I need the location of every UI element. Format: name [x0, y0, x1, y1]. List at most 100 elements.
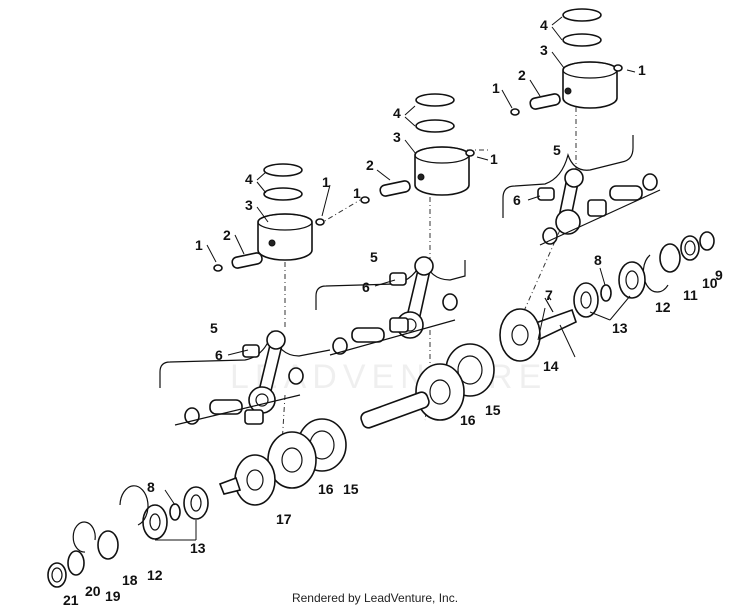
center-cylinder-group — [315, 93, 475, 356]
callout-label: 6 — [513, 192, 521, 208]
piston-ring — [415, 119, 455, 133]
piston — [257, 213, 313, 261]
piston — [414, 146, 470, 196]
circlip — [613, 64, 623, 72]
crank-pin — [351, 327, 385, 343]
group-brace — [502, 135, 634, 218]
circlip — [510, 108, 520, 116]
needle-bearing — [244, 409, 264, 425]
callout-label: 12 — [147, 567, 163, 583]
callout-label: 1 — [322, 174, 330, 190]
callout-label: 4 — [245, 171, 253, 187]
needle-bearing — [389, 272, 407, 286]
crankshaft-seal — [47, 562, 67, 588]
callout-label: 9 — [715, 267, 723, 283]
callout-label: 20 — [85, 583, 101, 599]
callout-label: 3 — [540, 42, 548, 58]
crank-pin — [609, 185, 643, 201]
footer-credit: Rendered by LeadVenture, Inc. — [291, 591, 459, 605]
callout-label: 2 — [518, 67, 526, 83]
piston — [562, 61, 618, 109]
circlip — [360, 196, 370, 204]
callout-label: 17 — [276, 511, 292, 527]
thrust-washer — [332, 337, 348, 355]
group-brace — [315, 256, 466, 310]
circlip — [213, 264, 223, 272]
callout-label: 1 — [195, 237, 203, 253]
crank-web — [499, 308, 541, 362]
thrust-washer — [542, 227, 558, 245]
callout-label: 11 — [683, 287, 698, 303]
right-cylinder-group — [502, 8, 661, 246]
callout-label: 16 — [460, 412, 476, 428]
piston-pin — [379, 180, 411, 197]
callout-label: 8 — [147, 479, 155, 495]
spacer-ring — [680, 235, 700, 261]
piston-ring — [562, 33, 602, 47]
callout-label: 4 — [393, 105, 401, 121]
callout-label: 5 — [210, 320, 218, 336]
crankshaft-seal — [699, 231, 715, 251]
callout-label: 2 — [366, 157, 374, 173]
callout-label: 13 — [612, 320, 628, 336]
callout-label: 13 — [190, 540, 206, 556]
leader-lines — [155, 16, 636, 541]
callout-label: 10 — [702, 275, 718, 291]
callout-label: 5 — [553, 142, 561, 158]
callout-label: 6 — [215, 347, 223, 363]
washer — [659, 243, 681, 273]
main-bearing — [618, 261, 646, 299]
callout-label: 16 — [318, 481, 334, 497]
left-cylinder-group — [159, 163, 331, 426]
piston-ring — [263, 187, 303, 201]
callout-label: 1 — [638, 62, 646, 78]
left-end-bearing-stack — [47, 485, 209, 588]
main-bearing — [573, 282, 599, 318]
callout-label: 1 — [490, 151, 498, 167]
circlip — [315, 218, 325, 226]
needle-bearing — [537, 187, 555, 201]
callout-label: 7 — [545, 287, 553, 303]
piston-pin — [529, 93, 561, 110]
callout-label: 6 — [362, 279, 370, 295]
o-ring — [67, 550, 85, 576]
needle-bearing — [389, 317, 409, 333]
right-end-bearing-stack — [544, 231, 715, 318]
callout-label: 18 — [122, 572, 138, 588]
piston-ring — [263, 163, 303, 177]
crank-pin — [209, 399, 243, 415]
callout-label: 1 — [492, 80, 500, 96]
retaining-ring — [72, 521, 96, 553]
callout-label: 1 — [353, 185, 361, 201]
retaining-ring — [119, 485, 149, 526]
snap-ring — [600, 284, 612, 302]
callout-label: 3 — [245, 197, 253, 213]
callout-label: 8 — [594, 252, 602, 268]
callout-label: 4 — [540, 17, 548, 33]
crank-web — [234, 454, 276, 506]
piston-pin — [231, 252, 263, 269]
thrust-washer — [442, 293, 458, 311]
main-bearing — [183, 486, 209, 520]
callout-labels: 1 2 3 4 1 5 6 1 2 3 4 1 5 6 1 2 3 4 1 5 … — [63, 17, 723, 608]
piston-ring — [562, 8, 602, 22]
callout-label: 12 — [655, 299, 671, 315]
retaining-ring — [642, 254, 669, 293]
callout-label: 21 — [63, 592, 79, 608]
snap-ring — [169, 503, 181, 521]
thrust-washer — [288, 367, 304, 385]
callout-label: 15 — [485, 402, 501, 418]
thrust-washer — [642, 173, 658, 191]
crankshaft-mag-end — [218, 476, 242, 495]
circlip — [465, 149, 475, 157]
crankshaft — [218, 308, 577, 506]
piston-ring — [415, 93, 455, 107]
callout-label: 3 — [393, 129, 401, 145]
callout-label: 5 — [370, 249, 378, 265]
callout-label: 14 — [543, 358, 559, 374]
group-brace — [159, 329, 331, 388]
callout-label: 19 — [105, 588, 121, 604]
main-bearing — [142, 504, 168, 540]
washer — [97, 530, 119, 560]
